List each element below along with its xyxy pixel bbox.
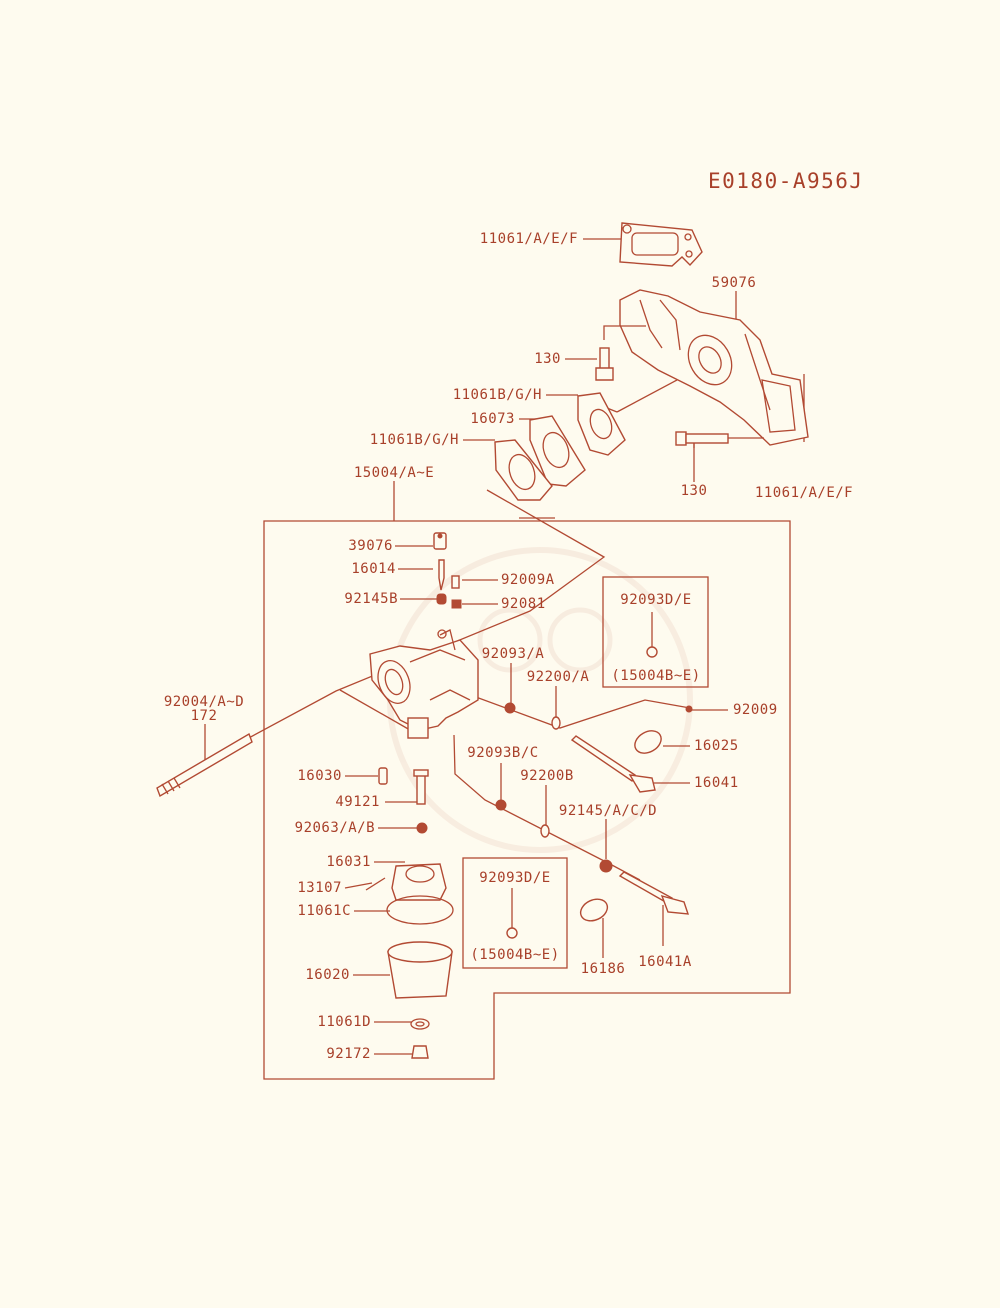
inset-part-2: [506, 927, 518, 939]
part-label: 92009: [733, 702, 778, 718]
intake-manifold: [619, 289, 809, 446]
stud-bolt-92004: [156, 732, 253, 798]
assembly-center-lines: [244, 374, 805, 881]
part-label: 11061B/G/H: [369, 432, 459, 448]
part-label: (15004B~E): [611, 668, 701, 684]
part-label: 92172: [326, 1046, 371, 1062]
part-label: 39076: [348, 538, 393, 554]
part-label: 92081: [501, 596, 546, 612]
bolt-130-upper: [595, 325, 646, 381]
throttle-parts: [495, 702, 693, 922]
part-label: 13107: [297, 880, 342, 896]
diagram-code: E0180-A956J: [708, 169, 864, 193]
part-label: 11061D: [317, 1014, 371, 1030]
bolt-130-lower: [675, 431, 764, 448]
part-label: 92200/A: [526, 669, 590, 685]
part-label: 16014: [351, 561, 396, 577]
part-label: 15004/A~E: [353, 465, 435, 481]
part-label: 130: [534, 351, 561, 367]
float-bowl-parts: [365, 767, 454, 1059]
part-label: 59076: [711, 275, 757, 291]
part-label: 92093D/E: [620, 592, 692, 608]
inset-box-2: [462, 857, 568, 969]
part-label: (15004B~E): [470, 947, 560, 963]
part-label: 16031: [326, 854, 371, 870]
manifold-gasket: [619, 222, 703, 267]
part-label: 11061C: [297, 903, 351, 919]
part-label: 11061/A/E/F: [754, 485, 854, 501]
inset-box-1: [602, 576, 709, 688]
part-label: 92145/A/C/D: [558, 803, 658, 819]
part-label: 16020: [305, 967, 350, 983]
part-label: 16025: [694, 738, 739, 754]
carburetor-assembly-frame: [263, 520, 791, 1080]
part-label: 16073: [470, 411, 515, 427]
part-label: 16186: [580, 961, 626, 977]
part-label: 16030: [297, 768, 342, 784]
part-label: 92004/A~D: [163, 694, 245, 710]
part-label: 16041: [694, 775, 739, 791]
inset-part-1: [646, 646, 658, 658]
part-label: 92145B: [344, 591, 398, 607]
part-label: 11061/A/E/F: [479, 231, 578, 247]
part-label: 92093/A: [481, 646, 545, 662]
part-label: 92009A: [501, 572, 555, 588]
part-label: 16041A: [638, 954, 692, 970]
small-parts-top: [433, 532, 462, 609]
part-label: 130: [680, 483, 708, 499]
part-label: 92093B/C: [467, 745, 539, 761]
part-label: 172: [190, 708, 218, 724]
part-label: 92200B: [520, 768, 574, 784]
part-label: 92063/A/B: [294, 820, 375, 836]
carburetor-body: [369, 629, 479, 739]
spacer-gaskets: [494, 392, 626, 501]
part-label: 11061B/G/H: [452, 387, 542, 403]
part-label: 92093D/E: [479, 870, 551, 886]
part-label: 49121: [335, 794, 380, 810]
